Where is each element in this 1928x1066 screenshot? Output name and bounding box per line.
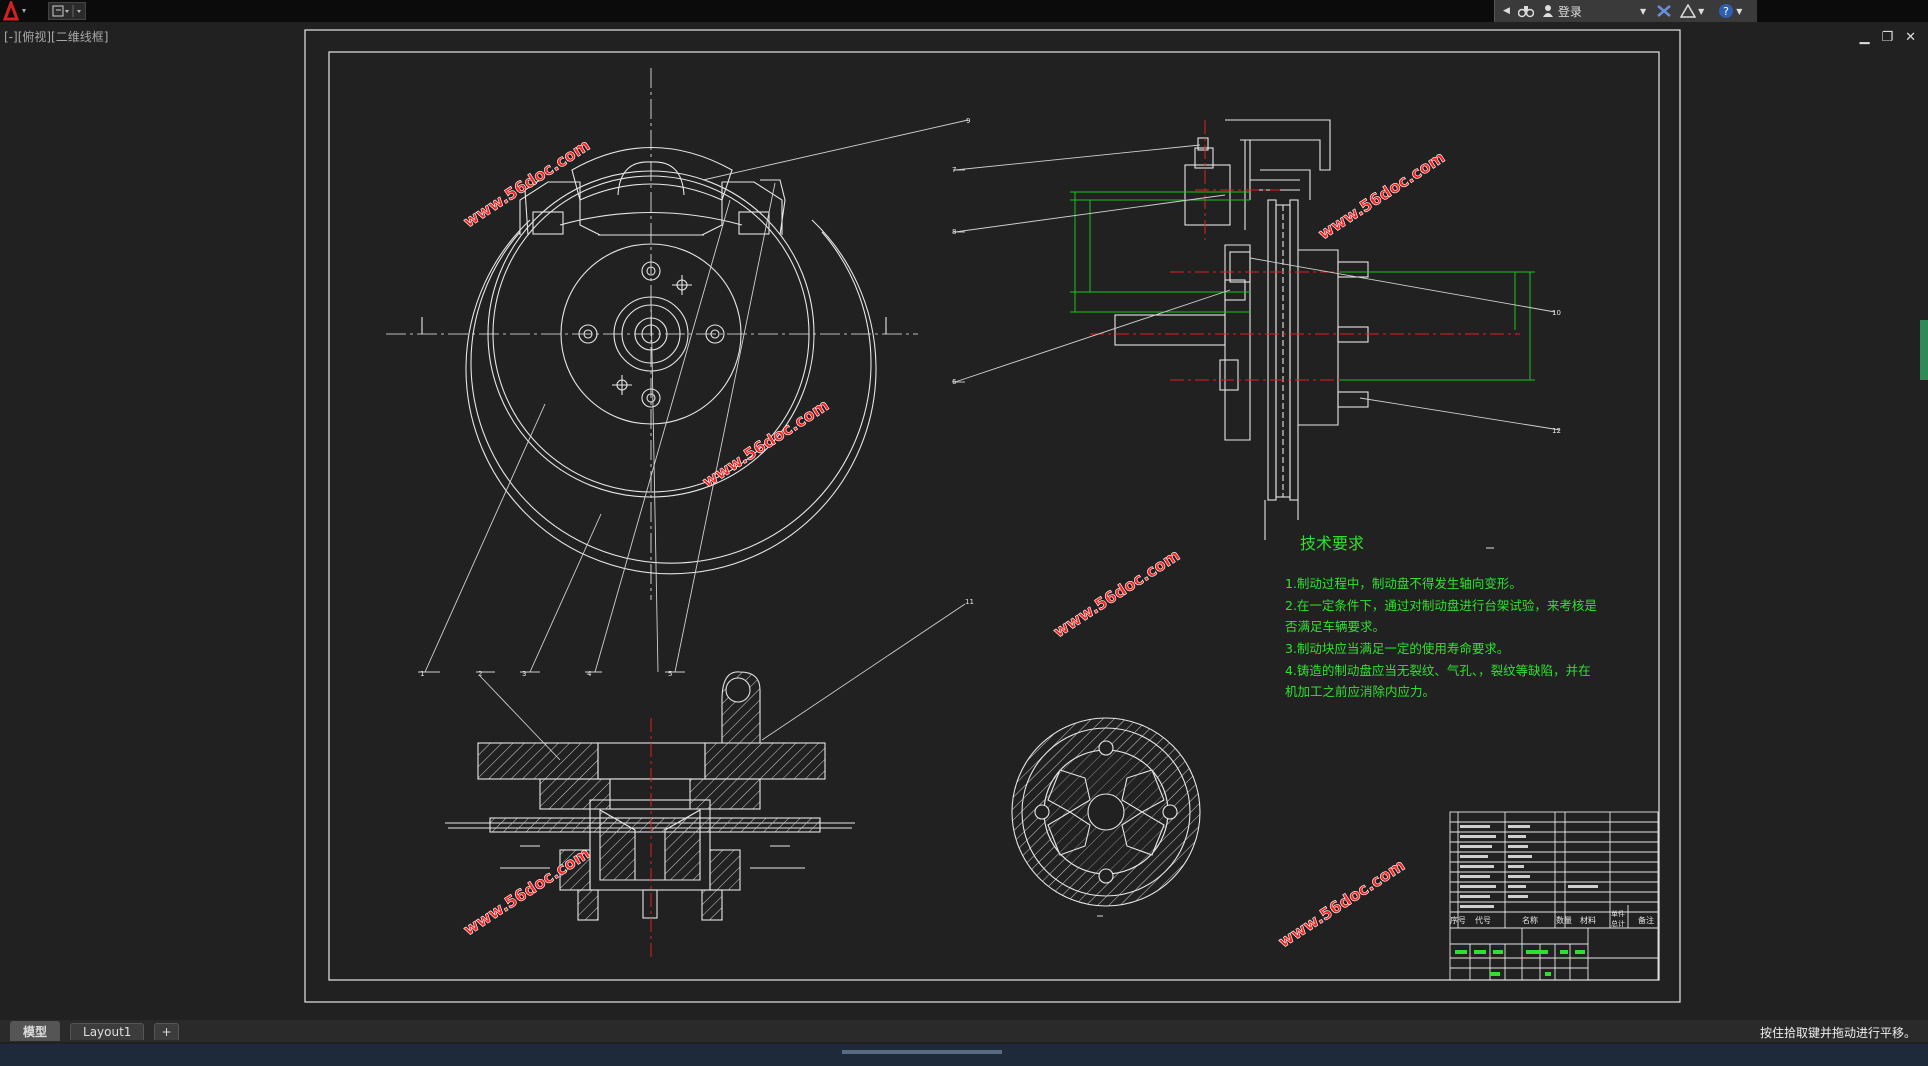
section-view bbox=[445, 671, 855, 921]
help-icon[interactable]: ? bbox=[1718, 3, 1734, 19]
watermark: www.56doc.com bbox=[1315, 147, 1448, 243]
balloon-label: 10 bbox=[1552, 309, 1561, 317]
section-leader bbox=[761, 603, 966, 741]
tech-note: 否满足车辆要求。 bbox=[1285, 619, 1385, 634]
tech-title: 技术要求 bbox=[1300, 534, 1364, 553]
balloon-label: 11 bbox=[965, 598, 974, 606]
section-leader-2 bbox=[479, 675, 561, 761]
tech-note: 3.制动块应当满足一定的使用寿命要求。 bbox=[1285, 641, 1509, 656]
workspace-button[interactable] bbox=[48, 2, 86, 20]
header-total: 总计 bbox=[1611, 919, 1625, 928]
a360-icon[interactable] bbox=[1680, 4, 1697, 18]
minimize-icon[interactable]: ▁ bbox=[1859, 30, 1870, 45]
taskbar bbox=[0, 1044, 1928, 1066]
layout-tabs: 模型 Layout1 + bbox=[0, 1020, 1928, 1042]
tab-model[interactable]: 模型 bbox=[10, 1021, 61, 1041]
command-prompt: 按住拾取键并拖动进行平移。 bbox=[1759, 1026, 1916, 1040]
header-code: 代号 bbox=[1475, 915, 1491, 925]
tech-note: 4.铸造的制动盘应当无裂纹、气孔、，裂纹等缺陷，并在 bbox=[1285, 663, 1591, 678]
balloon-labels: 9 7 8 6 10 12 11 1 2 3 4 5 bbox=[420, 117, 1561, 678]
drawing-canvas[interactable]: 9 7 8 6 10 12 11 1 2 3 4 5 bbox=[0, 22, 1928, 1022]
title-block-filler bbox=[1460, 825, 1598, 908]
balloon-label: 9 bbox=[966, 117, 970, 125]
arrow-left-icon[interactable]: ◀ bbox=[1503, 6, 1510, 16]
sheet-inner-border bbox=[328, 51, 1660, 981]
front-view bbox=[386, 68, 918, 600]
title-block-greens bbox=[1455, 950, 1585, 976]
header-name: 名称 bbox=[1522, 915, 1538, 925]
infocenter-bar: ◀ 登录 ▼ ▼ ? ▼ bbox=[1494, 0, 1757, 22]
scroll-indicator[interactable] bbox=[1920, 320, 1928, 380]
side-view-leaders bbox=[953, 144, 1561, 431]
title-block-headers: 序号 代号 名称 数量 材料 单件 总计 备注 bbox=[1450, 909, 1654, 928]
sheet-outer-border bbox=[304, 29, 1681, 1003]
close-icon[interactable]: ✕ bbox=[1905, 30, 1916, 45]
balloon-label: 6 bbox=[952, 378, 957, 386]
autocad-logo-icon[interactable] bbox=[2, 1, 28, 21]
balloon-label: 5 bbox=[668, 670, 672, 678]
balloon-label: 12 bbox=[1552, 427, 1561, 435]
taskbar-segment[interactable] bbox=[842, 1050, 1002, 1054]
header-seq: 序号 bbox=[1450, 915, 1466, 925]
tech-note: 1.制动过程中，制动盘不得发生轴向变形。 bbox=[1285, 576, 1522, 591]
binoculars-icon[interactable] bbox=[1517, 4, 1534, 18]
a360-dropdown-icon[interactable]: ▼ bbox=[1698, 6, 1705, 16]
workspace-icon bbox=[52, 5, 81, 17]
sign-in-label[interactable]: 登录 bbox=[1557, 4, 1582, 19]
header-qty: 数量 bbox=[1556, 915, 1572, 925]
watermark: www.56doc.com bbox=[460, 843, 593, 939]
viewport-label[interactable]: [-][俯视][二维线框] bbox=[4, 30, 109, 44]
tab-layout1[interactable]: Layout1 bbox=[70, 1022, 145, 1040]
header-material: 材料 bbox=[1580, 915, 1596, 925]
tech-note: 机加工之前应消除内应力。 bbox=[1285, 684, 1435, 699]
sign-in-dropdown-icon[interactable]: ▼ bbox=[1639, 6, 1647, 16]
restore-icon[interactable]: ❐ bbox=[1881, 30, 1894, 45]
tech-note: 2.在一定条件下，通过对制动盘进行台架试验，来考核是 bbox=[1285, 598, 1597, 613]
user-icon bbox=[1542, 5, 1553, 17]
window-controls: ▁ ❐ ✕ bbox=[1859, 30, 1916, 45]
side-view bbox=[1114, 119, 1369, 540]
balloon-label: 3 bbox=[522, 670, 526, 678]
technical-requirements: 技术要求 1.制动过程中，制动盘不得发生轴向变形。 2.在一定条件下，通过对制动… bbox=[1285, 534, 1597, 699]
balloon-label: 2 bbox=[478, 670, 482, 678]
detail-view bbox=[1011, 717, 1201, 917]
watermark: www.56doc.com bbox=[699, 395, 832, 491]
watermark: www.56doc.com bbox=[1050, 545, 1183, 641]
balloon-label: 7 bbox=[952, 166, 956, 174]
front-view-leaders bbox=[418, 119, 969, 673]
header-unit: 单件 bbox=[1611, 909, 1625, 918]
balloon-label: 1 bbox=[420, 670, 424, 678]
balloon-label: 4 bbox=[587, 670, 592, 678]
title-bar: ◀ 登录 ▼ ▼ ? ▼ bbox=[0, 0, 1928, 22]
header-remark: 备注 bbox=[1638, 915, 1654, 925]
watermark: www.56doc.com bbox=[1275, 855, 1408, 951]
help-dropdown-icon[interactable]: ▼ bbox=[1736, 6, 1743, 16]
add-layout-button[interactable]: + bbox=[154, 1022, 179, 1040]
svg-text:?: ? bbox=[1723, 5, 1729, 18]
exchange-icon[interactable] bbox=[1656, 4, 1672, 18]
balloon-label: 8 bbox=[952, 228, 956, 236]
title-block bbox=[1449, 811, 1659, 981]
side-view-dimensions bbox=[1070, 191, 1535, 381]
